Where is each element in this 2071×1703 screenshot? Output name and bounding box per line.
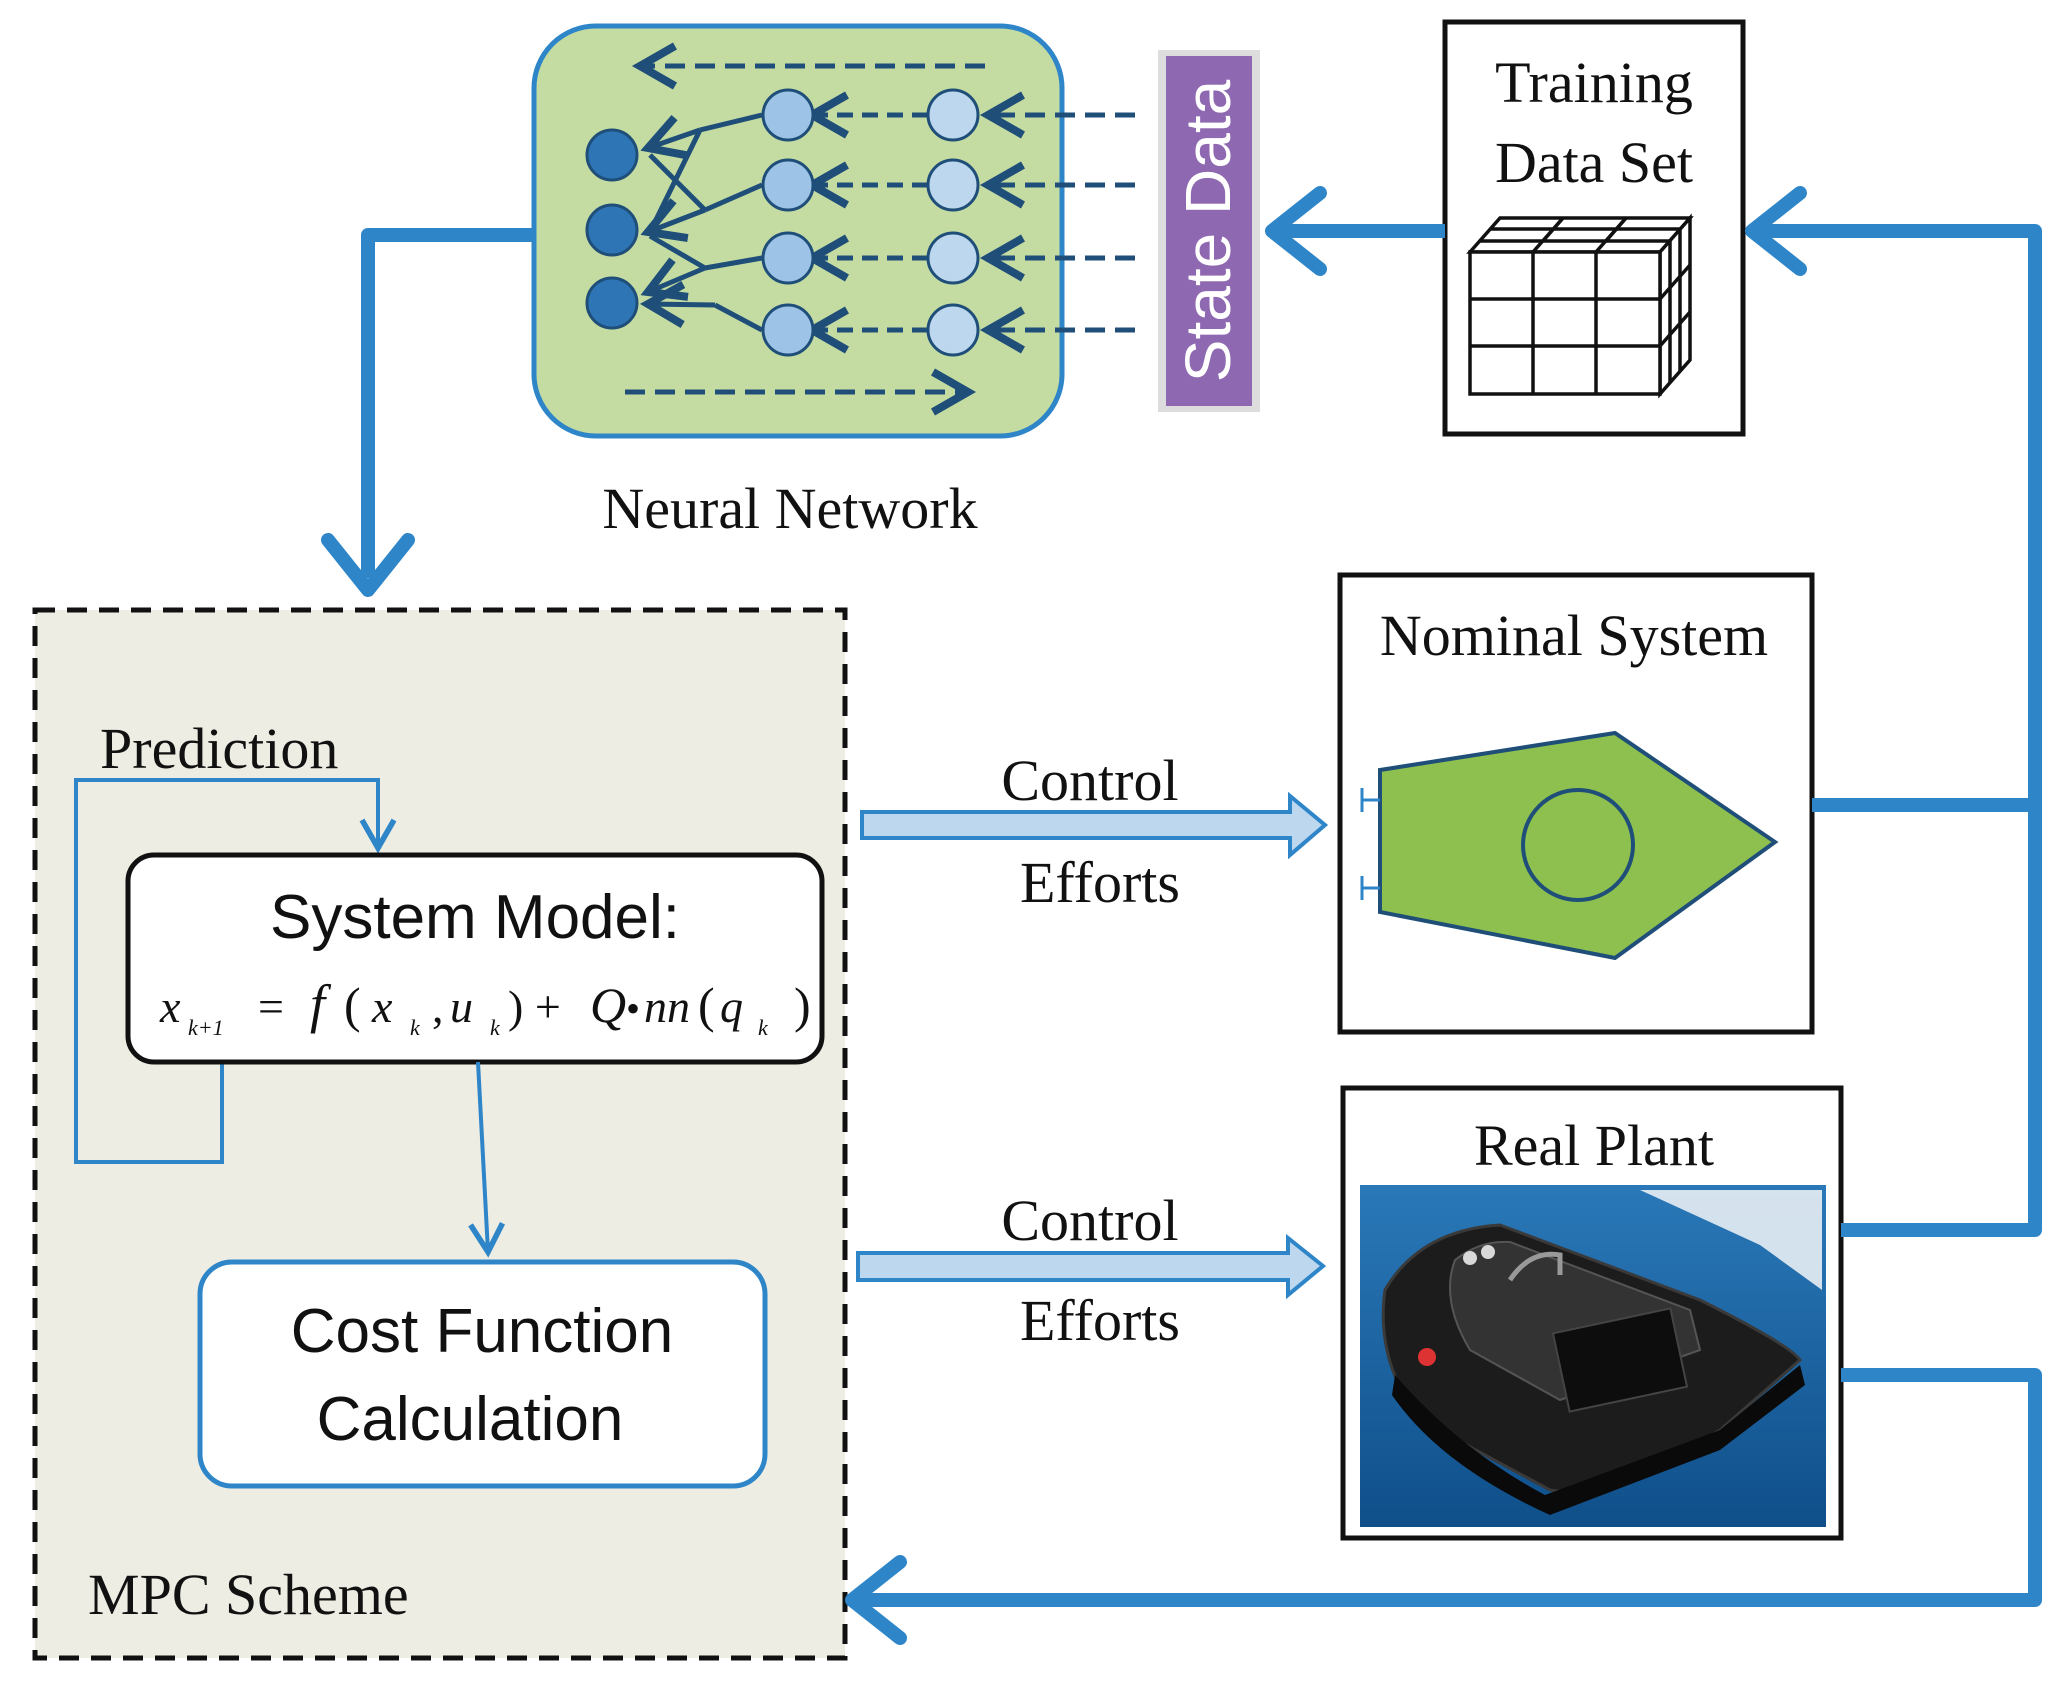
svg-text:(: ( [344, 977, 361, 1033]
input-node [926, 158, 980, 212]
system-model-equation: x k+1 = f ( x k , u k ) + Q • nn ( q k ) [159, 974, 811, 1040]
control-efforts-1-line1: Control [1001, 748, 1178, 813]
hidden-node [761, 303, 815, 357]
mpc-scheme-label: MPC Scheme [88, 1562, 409, 1627]
svg-text:k: k [490, 1015, 501, 1040]
training-label-line2: Data Set [1495, 130, 1693, 195]
svg-text:k+1: k+1 [188, 1015, 224, 1040]
state-data-label: State Data [1172, 79, 1244, 382]
output-node [585, 203, 639, 257]
output-node [585, 128, 639, 182]
control-efforts-1-line2: Efforts [1020, 850, 1180, 915]
nn-to-mpc-head [321, 533, 415, 597]
nn-to-mpc-line [361, 228, 534, 578]
nn-flow-arrows [625, 42, 985, 416]
hidden-node [761, 158, 815, 212]
cost-function-line2: Calculation [317, 1385, 624, 1454]
real-plant-to-mpc-line [862, 1368, 2042, 1607]
svg-text:x: x [159, 981, 181, 1032]
svg-text:): ) [794, 977, 811, 1033]
hidden-arrows [803, 91, 928, 354]
output-node [585, 276, 639, 330]
feedback-to-training-head [1745, 186, 1807, 276]
input-node [926, 88, 980, 142]
real-plant-to-mpc-head [845, 1555, 907, 1645]
control-efforts-arrow-2 [856, 1233, 1327, 1300]
input-node [926, 231, 980, 285]
cost-function-line1: Cost Function [291, 1297, 674, 1366]
nn-hidden-nodes [761, 88, 815, 357]
input-node [926, 303, 980, 357]
real-plant-label: Real Plant [1474, 1113, 1714, 1178]
hidden-node [761, 88, 815, 142]
svg-text:Q: Q [590, 977, 626, 1033]
control-efforts-arrow-1 [860, 791, 1329, 860]
system-model-box [125, 852, 825, 1065]
neural-network-label: Neural Network [602, 476, 977, 541]
nominal-boat-shape [1360, 730, 1779, 961]
training-label-line1: Training [1495, 50, 1693, 115]
model-to-cost-arrow [468, 1061, 506, 1258]
svg-text:•: • [626, 986, 640, 1031]
svg-text:=: = [258, 981, 284, 1032]
flow-lines [321, 186, 2042, 1645]
training-to-state-head [1265, 186, 1327, 276]
prediction-loop [74, 778, 397, 1164]
feedback-to-training-line [1762, 224, 2042, 812]
svg-text:k: k [410, 1015, 421, 1040]
svg-text:(: ( [698, 977, 715, 1033]
svg-text:q: q [720, 981, 743, 1032]
nn-output-nodes [585, 128, 639, 330]
nominal-system-label: Nominal System [1380, 603, 1768, 668]
svg-text:k: k [758, 1015, 769, 1040]
system-model-title: System Model: [270, 883, 680, 952]
output-connections [639, 112, 764, 333]
data-cube-icon [1466, 213, 1694, 399]
svg-text:nn: nn [644, 981, 690, 1032]
nn-input-nodes [926, 88, 980, 357]
state-data-bar [1158, 50, 1260, 412]
boat-photo [1360, 1185, 1826, 1527]
svg-text:u: u [450, 981, 473, 1032]
svg-text:x: x [371, 981, 393, 1032]
hidden-node [761, 231, 815, 285]
svg-text:) +: ) + [508, 981, 572, 1032]
cost-function-box [197, 1259, 768, 1489]
real-plant-to-training-line [1841, 805, 2042, 1237]
svg-text:,: , [432, 981, 444, 1032]
input-arrows [979, 91, 1135, 354]
prediction-label: Prediction [100, 716, 338, 781]
control-efforts-2-line2: Efforts [1020, 1288, 1180, 1353]
control-efforts-2-line1: Control [1001, 1188, 1178, 1253]
